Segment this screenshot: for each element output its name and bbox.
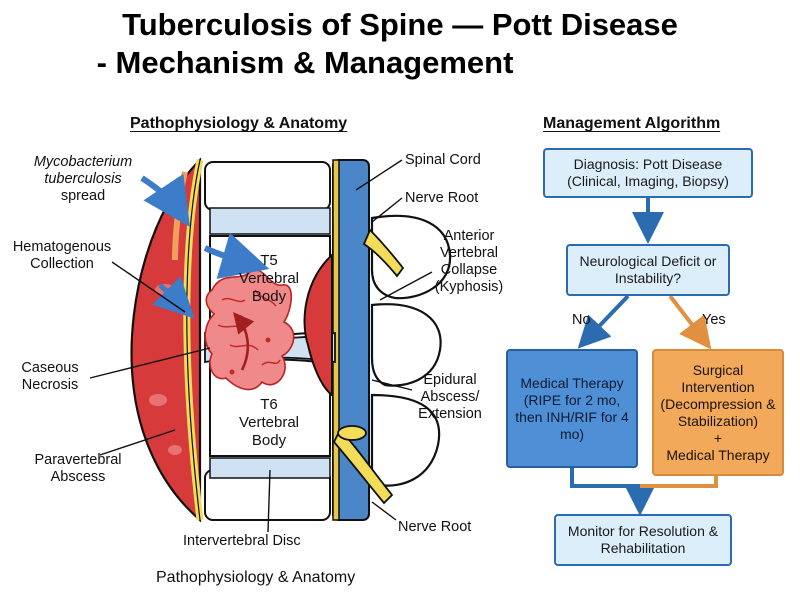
- label-spinal-cord: Spinal Cord: [405, 152, 481, 168]
- flow-diagnosis: Diagnosis: Pott Disease (Clinical, Imagi…: [543, 148, 753, 198]
- flowchart-connectors: [570, 198, 718, 516]
- upper-vertebral-plate: [204, 161, 331, 211]
- posterior-elements: [370, 214, 452, 487]
- flow-yes-label: Yes: [702, 312, 726, 328]
- page-title: Tuberculosis of Spine — Pott Disease - M…: [0, 6, 800, 82]
- nerve-roots: [332, 228, 405, 505]
- leader-lines: [89, 159, 433, 533]
- left-panel-caption: Pathophysiology & Anatomy: [156, 569, 356, 586]
- label-caseous-necrosis: Caseous Necrosis: [21, 360, 79, 393]
- label-mycobacterium: Mycobacterium tuberculosis spread: [33, 154, 133, 204]
- flow-medical-therapy: Medical Therapy (RIPE for 2 mo, then INH…: [506, 349, 638, 468]
- label-anterior-collapse: Anterior Vertebral Collapse (Kyphosis): [434, 228, 504, 295]
- title-line-2: - Mechanism & Management: [96, 45, 514, 80]
- left-panel-heading: Pathophysiology & Anatomy: [130, 115, 348, 132]
- title-line-1: Tuberculosis of Spine — Pott Disease: [122, 7, 678, 42]
- flow-no-label: No: [572, 312, 591, 328]
- label-t5-body: T5 Vertebral Body: [238, 252, 300, 305]
- flow-question: Neurological Deficit or Instability?: [566, 244, 730, 296]
- label-epidural-abscess: Epidural Abscess/ Extension: [418, 372, 482, 422]
- label-intervertebral-disc: Intervertebral Disc: [183, 533, 301, 549]
- label-nerve-root-bottom: Nerve Root: [398, 519, 472, 535]
- flow-surgical-intervention: Surgical Intervention (Decompression & S…: [652, 349, 784, 476]
- right-panel-heading: Management Algorithm: [543, 115, 721, 132]
- label-nerve-root-top: Nerve Root: [405, 190, 479, 206]
- label-t6-body: T6 Vertebral Body: [238, 396, 300, 449]
- label-hematogenous: Hematogenous Collection: [12, 239, 112, 272]
- disc-upper: [209, 207, 331, 235]
- epidural-abscess: [303, 252, 333, 397]
- flow-monitor: Monitor for Resolution & Rehabilitation: [554, 514, 732, 566]
- label-paravertebral-abscess: Paravertebral Abscess: [34, 452, 122, 485]
